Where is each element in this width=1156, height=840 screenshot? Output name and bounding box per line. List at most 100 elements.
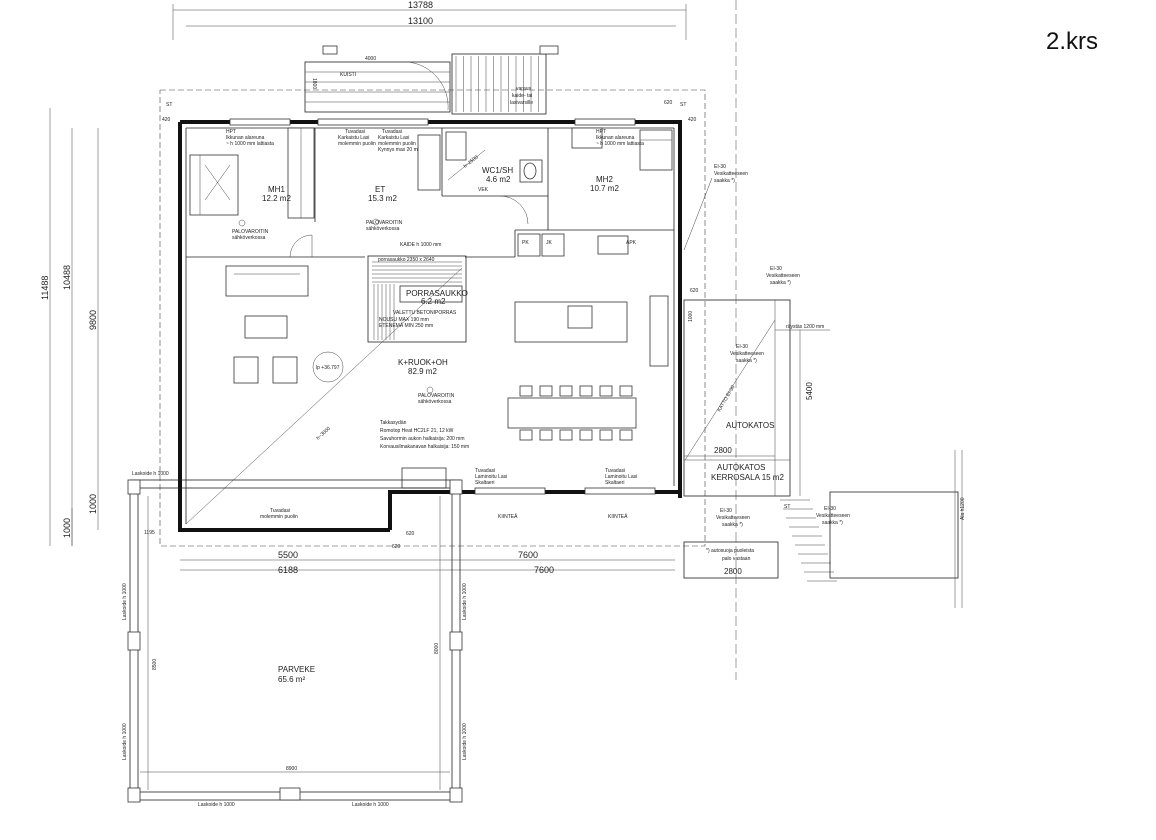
autosuoja-2: palo vastaan [722,556,751,562]
laskoide-r1: Laskoide h 1000 [462,583,468,620]
room-parveke: PARVEKE 65.6 m² 8500 8000 8900 Laskoide … [122,471,468,808]
h3000-label: h~3000 [315,426,332,442]
takka-4: Korvausilmakanavan halkaisija: 150 mm [380,444,469,450]
vek-label: VEK [478,187,489,193]
dim-left-1000b: 1000 [62,518,72,538]
tuvadasi-right-3: molemmin puolin [378,141,416,147]
et-name: ET [375,185,385,194]
dining-chair [599,429,613,441]
hpt-left-2: Ikkunan alareuna [226,135,265,141]
porras-name: PORRASAUKKO [406,289,468,298]
dining-chair [559,385,573,397]
dining-chair [539,385,553,397]
dim-7600-a: 7600 [518,550,538,560]
dining-chair [619,385,633,397]
carport-stair [780,499,837,582]
ei30-4-1: EI-30 [720,508,732,514]
tuvadasi-right-4: Kynnys max 20 mm [378,147,422,153]
left-dimensions: 11488 10488 9800 1000 1000 1195 420 420 … [40,100,697,546]
dim-420-l: 420 [162,117,171,123]
autokatos-name: AUTOKATOS [726,421,774,430]
ei30-2-3: saakka *) [770,280,791,286]
porras-note-2: NOUSU MAX 190 mm [379,317,429,323]
varaus-l2: kaide- tai [512,93,532,99]
st-right: ST [784,504,790,510]
jk-label: JK [546,240,553,246]
room-kruokoh: lp +36.797 K+RUOK+OH 82.9 m2 PALOVAROITI… [185,265,669,525]
mh2-name: MH2 [596,175,613,184]
ei30-3-3: saakka *) [736,358,757,364]
top-dimensions: 13788 13100 [172,0,737,680]
ei30-4-3: saakka *) [722,522,743,528]
ala-h-label: Ala h1200 [960,497,966,520]
hpt-left-3: ~ h 1000 mm lattiasta [226,141,274,147]
dining-chair [579,385,593,397]
room-mh1: MH1 12.2 m2 HPT Ikkunan alareuna ~ h 100… [189,127,315,258]
wc-area: 4.6 m2 [486,175,511,184]
dim-8900: 8900 [286,766,297,772]
dim-620-top: 620 [664,100,673,106]
autokatos2-name: AUTOKATOS [717,463,765,472]
hpt-right-1: HPT [596,129,606,135]
laskoide-l2: Laskoide h 1000 [122,723,128,760]
tuvadasi-left-2: Karkaistu Lasi [338,135,369,141]
dining-chair [619,429,633,441]
ei30-2-1: EI-30 [770,266,782,272]
laskoide-l1: Laskoide h 1000 [122,583,128,620]
ei30-3-1: EI-30 [736,344,748,350]
tuvadasi-b2-2: Laminoitu Lasi [605,474,637,480]
dim-620-c: 620 [406,531,415,537]
varaus-l1: varaus [516,86,532,92]
kuisti: KUISTI 4000 1800 varaus kaide- tai lasiv… [304,45,559,115]
tuvadasi-bottom-1: Tuvadasi [270,508,290,514]
dim-inner-width: 13100 [408,16,433,26]
palovaroitin-oh-1: PALOVAROITIN [418,393,455,399]
porras-small: porrasaukko 2350 x 2640 [378,257,435,263]
ei30-5-2: Vesikatteeseen [816,513,850,519]
pk-label: PK [522,240,529,246]
ei30-1-3: saakka *) [714,178,735,184]
dim-1195: 1195 [144,530,155,536]
dim-left-9800: 9800 [88,310,98,330]
hpt-right-3: ~ h 1000 mm lattiasta [596,141,644,147]
ei30-5-3: saakka *) [822,520,843,526]
dining-chairs [519,385,633,441]
palovaroitin-et-1: PALOVAROITIN [366,220,403,226]
apk-label: APK [626,240,637,246]
wc-name: WC1/SH [482,166,513,175]
dim-left-10488: 10488 [62,265,72,290]
porras-note-1: VALETTU BETONIPORRAS [393,310,457,316]
tuvadasi-left-1: Tuvadasi [345,129,365,135]
takka-3: Savuhormin aukon halkaisija: 200 mm [380,436,465,442]
room-mh2: MH2 10.7 m2 HPT Ikkunan alareuna ~ h 100… [571,127,673,193]
dim-2800-a: 2800 [714,446,732,455]
palovaroitin-et-2: sähköverkossa [366,226,400,232]
takka-1: Takkasydän [380,420,407,426]
dim-5500: 5500 [278,550,298,560]
tuvadasi-b1-3: Skaltaeri [475,480,494,486]
tuvadasi-b2-1: Tuvadasi [605,468,625,474]
lp-label: lp +36.797 [316,365,340,371]
laskoide-top: Laskoide h 1000 [132,471,169,477]
kruokoh-name: K+RUOK+OH [398,358,448,367]
st-top-right: ST [680,102,686,108]
tuvadasi-right-2: Karkaistu Lasi [378,135,409,141]
dim-left-1000a: 1000 [88,494,98,514]
dim-7600-b: 7600 [534,565,554,575]
tuvadasi-left-3: molemmin puolin [338,141,376,147]
palovaroitin-oh-2: sähköverkossa [418,399,452,405]
laskoide-b2: Laskoide h 1000 [352,802,389,808]
dim-6188: 6188 [278,565,298,575]
katto-label: KATTO EI-30 [717,384,737,413]
autosuoja-1: *) autosuoja puoleista [706,548,754,554]
tuvadasi-right-1: Tuvadasi [382,129,402,135]
utility-row: PK JK APK [517,233,637,257]
dining-chair [579,429,593,441]
exterior-walls [178,118,682,532]
room-porrasaukko: PORRASAUKKO 6.2 m2 porrasaukko 2350 x 26… [367,255,468,343]
raystas-label: räystäs 1200 mm [786,324,824,330]
kaide-label: KAIDE h 1000 mm [400,242,441,248]
laskoide-b1: Laskoide h 1000 [198,802,235,808]
mh2-area: 10.7 m2 [590,184,619,193]
